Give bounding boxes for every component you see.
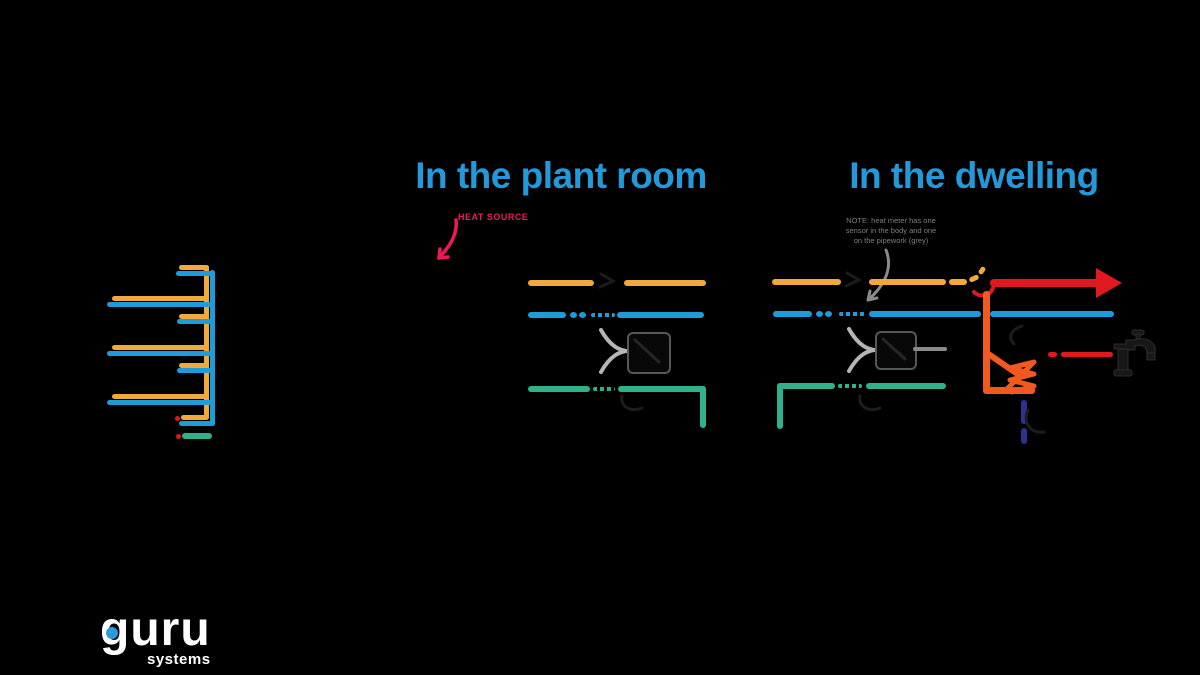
note-line-2: sensor in the body and one <box>845 226 937 235</box>
cylinder-bottom-pipe <box>983 387 1035 394</box>
plant-room-title: In the plant room <box>415 155 707 196</box>
plant-flow-pipe-left <box>528 280 594 286</box>
plant-return-fitting-dot1 <box>570 312 577 318</box>
plant-return-pipe-right <box>617 312 704 318</box>
cylinder-primary-downpipe <box>983 291 990 391</box>
riser-branch3-flow <box>112 394 208 399</box>
riser-branch2-flow <box>112 345 208 350</box>
riser-top-stub-return <box>176 271 214 276</box>
riser-branch2-return <box>107 351 213 356</box>
note-line-3: on the pipework (grey) <box>853 236 929 245</box>
plant-return-fitting-dot2 <box>579 312 586 318</box>
riser-stub1-flow <box>179 314 207 319</box>
dwelling-sensor-y-icon <box>847 327 876 373</box>
hot-water-arrowhead-icon <box>1096 268 1122 298</box>
dwelling-flow-dash <box>949 279 967 285</box>
heat-meter-note: NOTE: heat meter has one sensor in the b… <box>832 216 950 246</box>
riser-branch1-flow <box>112 296 208 301</box>
dwelling-return-fitting-dot2 <box>825 311 832 317</box>
dwelling-meter-diagonal-icon <box>881 337 907 361</box>
heat-source-label: HEAT SOURCE <box>458 212 529 222</box>
dwelling-flow-pipe-left <box>772 279 841 285</box>
faucet-icon <box>1113 329 1156 377</box>
dwelling-title: In the dwelling <box>849 155 1099 196</box>
cold-feed-annotation-arrow-icon <box>1024 408 1046 434</box>
cylinder-annotation-arrow-icon <box>1009 324 1024 346</box>
dwelling-flow-curl-dash2 <box>977 265 987 276</box>
note-line-1: NOTE: heat meter has one <box>846 216 936 225</box>
riser-bottom-stub-green <box>182 433 212 439</box>
dwelling-green-dashed-segment <box>838 384 862 388</box>
dwelling-green-riser <box>777 383 783 429</box>
dwelling-return-dashed-segment <box>839 312 865 316</box>
logo-guru: guru <box>100 603 211 656</box>
plant-green-pipe-right <box>618 386 706 392</box>
tap-supply-dash <box>1048 352 1057 357</box>
plant-green-annotation-arrow-icon <box>620 394 644 411</box>
riser-return-vertical-pipe <box>210 270 215 426</box>
plant-green-dashed-segment <box>593 387 615 391</box>
plant-heat-meter-box <box>627 332 671 374</box>
plant-meter-diagonal-icon <box>633 338 661 364</box>
riser-bottom-stub-flow <box>181 415 208 420</box>
dwelling-green-pipe-left <box>777 383 835 389</box>
plant-green-pipe-left <box>528 386 590 392</box>
riser-branch1-return <box>107 302 213 307</box>
riser-red-marker-bottom <box>176 434 181 439</box>
note-pointer-arrow-icon <box>866 248 891 302</box>
heat-source-arrow-icon <box>437 218 458 260</box>
meter-sensor-cable <box>913 347 947 351</box>
logo-dot-icon <box>106 627 118 639</box>
dwelling-green-pipe-right <box>866 383 946 389</box>
riser-flow-vertical-pipe <box>204 265 209 420</box>
riser-red-marker-top <box>175 416 180 421</box>
dwelling-return-fitting-dot1 <box>816 311 823 317</box>
dwelling-flow-direction-icon <box>844 271 863 288</box>
dwelling-return-pipe-left <box>773 311 812 317</box>
hot-water-arrow-shaft <box>990 279 1100 287</box>
cold-feed-pipe-upper <box>1021 400 1027 424</box>
riser-bottom-stub-return <box>179 421 215 426</box>
tap-supply-pipe <box>1061 352 1113 357</box>
riser-stub2-flow <box>179 363 207 368</box>
dwelling-green-annotation-arrow-icon <box>858 394 882 411</box>
plant-flow-direction-icon <box>598 272 617 289</box>
logo-systems: systems <box>147 651 211 668</box>
cylinder-coil-icon <box>1003 359 1037 395</box>
cold-feed-pipe-lower <box>1021 428 1027 444</box>
plant-return-pipe-left <box>528 312 566 318</box>
riser-stub1-return <box>177 319 213 324</box>
plant-sensor-y-icon <box>599 328 628 374</box>
riser-stub2-return <box>177 368 213 373</box>
dwelling-return-pipe-mid <box>869 311 981 317</box>
riser-top-stub-flow <box>179 265 209 270</box>
plant-flow-pipe-right <box>624 280 706 286</box>
plant-green-downpipe <box>700 386 706 428</box>
riser-branch3-return <box>107 400 213 405</box>
plant-return-dashed-segment <box>591 313 615 317</box>
dwelling-return-pipe-right <box>990 311 1114 317</box>
dwelling-flow-pipe-right <box>869 279 946 285</box>
